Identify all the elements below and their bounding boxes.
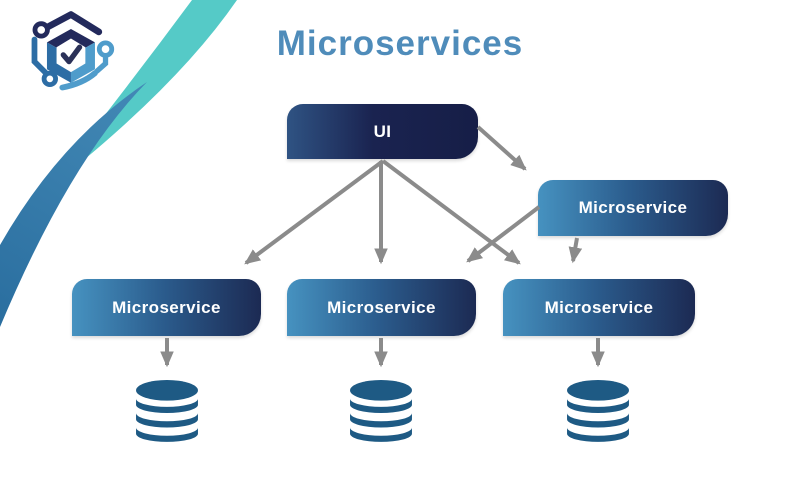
node-microservice-1-label: Microservice: [112, 297, 221, 317]
arrow-ui-to-ms1: [244, 159, 385, 265]
hexagon-cube-check-logo-icon: [31, 11, 115, 91]
page-title: Microservices: [276, 24, 524, 63]
node-microservice-right-label: Microservice: [578, 198, 688, 217]
node-microservice-right: Microservice: [538, 180, 728, 236]
node-ui-label: UI: [373, 121, 392, 141]
node-microservice-3: Microservice: [503, 279, 695, 336]
arrow-ms-right-to-ms2: [466, 205, 541, 263]
node-microservice-3-label: Microservice: [544, 297, 654, 317]
database-icon: [136, 380, 198, 442]
arrow-ms-right-to-ms3: [568, 237, 583, 264]
node-microservice-1: Microservice: [72, 279, 261, 336]
database-icon: [567, 380, 629, 442]
node-ui: UI: [287, 104, 478, 159]
database-icon: [350, 380, 412, 442]
arrow-ui-to-ms3: [381, 159, 521, 265]
node-microservice-2-label: Microservice: [327, 297, 436, 317]
arrow-ui-to-ms-right: [476, 125, 527, 171]
node-microservice-2: Microservice: [287, 279, 476, 336]
